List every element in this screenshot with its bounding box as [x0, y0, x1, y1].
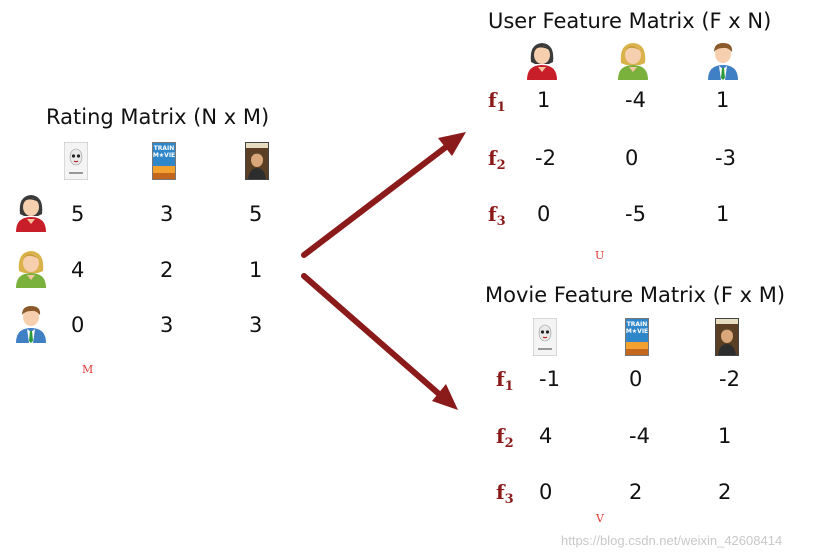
user-feature-cell: -5 — [625, 202, 646, 226]
feature-label-f3: f3 — [496, 480, 514, 507]
rating-cell: 5 — [249, 202, 263, 226]
user-feature-cell: 1 — [716, 88, 730, 112]
train-movie-poster-icon: TRAIN M★VIE — [625, 318, 649, 356]
arrowhead-to-movie-matrix — [432, 384, 458, 410]
user-matrix-tag: U — [595, 249, 605, 262]
user-feature-cell: 1 — [716, 202, 730, 226]
movie-matrix-tag: V — [596, 512, 604, 525]
movie-feature-matrix-title: Movie Feature Matrix (F x M) — [485, 283, 786, 307]
rating-cell: 3 — [160, 202, 174, 226]
movie-feature-cell: -4 — [629, 424, 650, 448]
arrowhead-to-user-matrix — [438, 132, 466, 156]
portrait-movie-poster-icon — [715, 318, 739, 356]
movie-feature-cell: 4 — [539, 424, 553, 448]
rating-cell: 3 — [249, 313, 263, 337]
female-blonde-user-icon — [616, 40, 650, 80]
rating-cell: 1 — [249, 258, 263, 282]
user-feature-matrix-title: User Feature Matrix (F x N) — [488, 9, 772, 33]
rating-matrix-title: Rating Matrix (N x M) — [46, 105, 270, 129]
user-feature-cell: 0 — [537, 202, 551, 226]
movie-feature-cell: 2 — [629, 480, 643, 504]
movie-feature-cell: 0 — [629, 367, 643, 391]
poster-train-text: TRAIN — [153, 145, 175, 152]
arrow-to-user-matrix — [301, 144, 449, 258]
user-feature-cell: -2 — [535, 146, 556, 170]
feature-label-f1: f1 — [496, 367, 514, 394]
movie-feature-cell: 0 — [539, 480, 553, 504]
male-user-icon — [706, 40, 740, 80]
source-watermark: https://blog.csdn.net/weixin_42608414 — [561, 533, 783, 548]
feature-label-f2: f2 — [496, 424, 514, 451]
user-feature-cell: -3 — [715, 146, 736, 170]
user-feature-cell: -4 — [625, 88, 646, 112]
movie-feature-cell: 1 — [718, 424, 732, 448]
rating-cell: 4 — [71, 258, 85, 282]
black-swan-poster-icon — [533, 318, 557, 356]
rating-cell: 2 — [160, 258, 174, 282]
rating-cell: 3 — [160, 313, 174, 337]
arrow-to-movie-matrix — [301, 273, 442, 397]
poster-movie-text: M★VIE — [625, 328, 649, 335]
train-movie-poster-icon: TRAIN M★VIE — [152, 142, 176, 180]
rating-cell: 0 — [71, 313, 85, 337]
user-feature-cell: 1 — [537, 88, 551, 112]
feature-label-f2: f2 — [488, 146, 506, 173]
female-dark-hair-user-icon — [525, 40, 559, 80]
movie-feature-cell: -2 — [719, 367, 740, 391]
rating-cell: 5 — [71, 202, 85, 226]
user-feature-cell: 0 — [625, 146, 639, 170]
movie-feature-cell: -1 — [539, 367, 560, 391]
movie-feature-cell: 2 — [718, 480, 732, 504]
feature-label-f1: f1 — [488, 88, 506, 115]
poster-movie-text: M★VIE — [152, 152, 176, 159]
rating-matrix-tag: M — [82, 363, 94, 376]
poster-train-text: TRAIN — [626, 321, 648, 328]
feature-label-f3: f3 — [488, 202, 506, 229]
